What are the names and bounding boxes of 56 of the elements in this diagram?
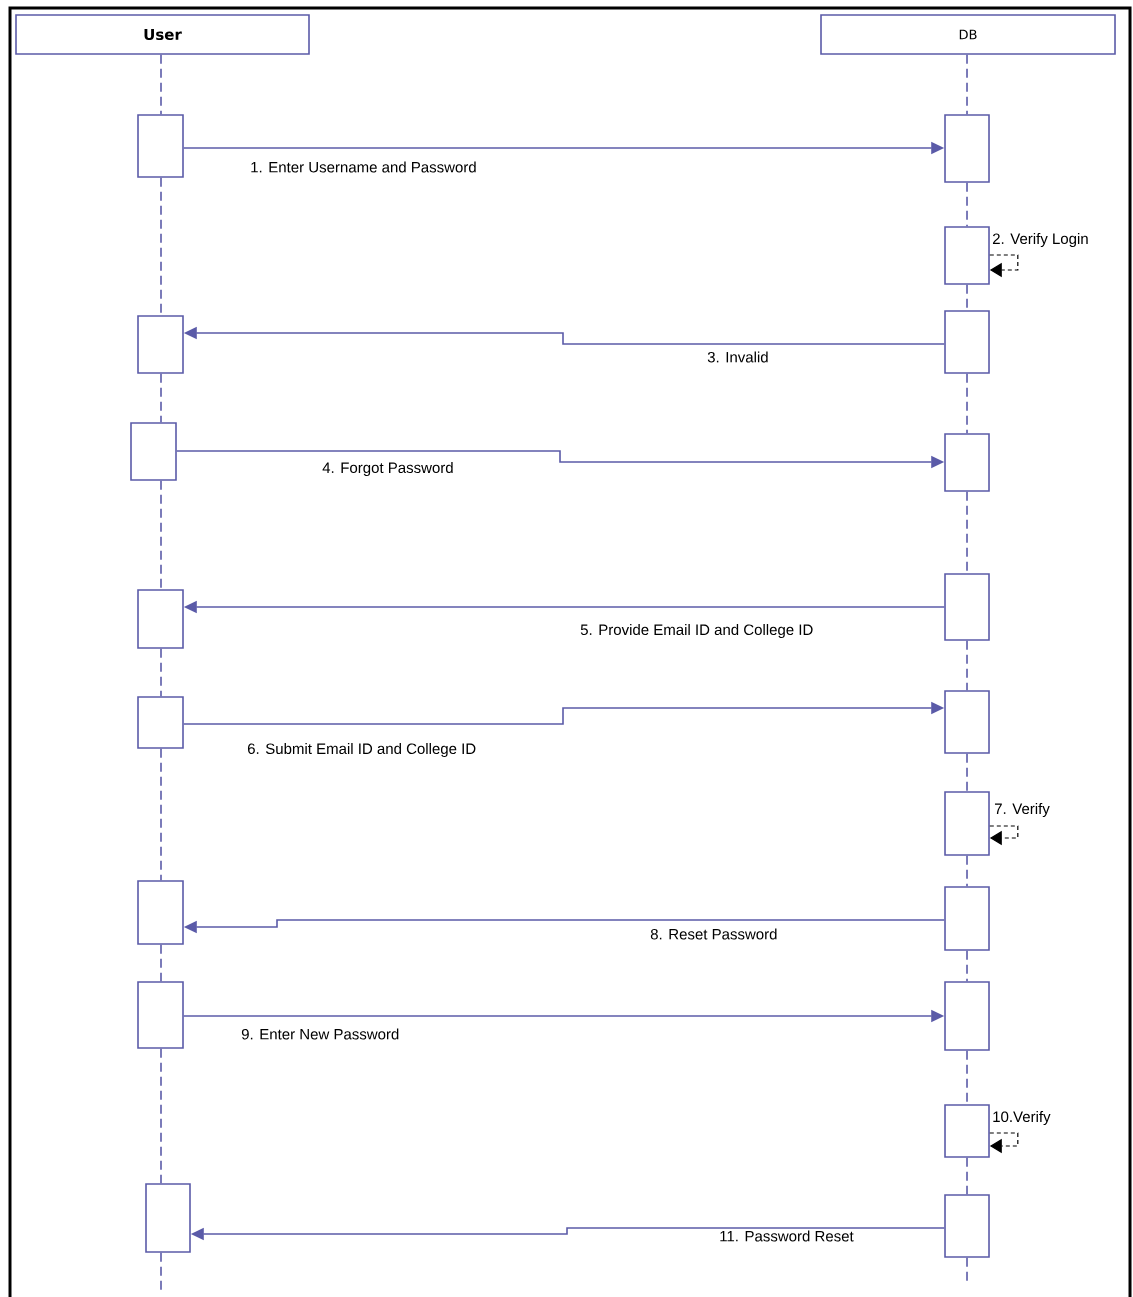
activation-box	[944, 433, 990, 492]
lifeline	[966, 1157, 968, 1195]
activation-box	[944, 310, 990, 374]
activation-box	[137, 880, 184, 945]
lifeline	[160, 1252, 162, 1291]
activation-box	[145, 1183, 191, 1253]
activation-box	[130, 422, 177, 481]
lifeline	[966, 640, 968, 691]
lifeline	[966, 491, 968, 574]
self-message-arrow	[989, 254, 1019, 278]
message-label: 11. Password Reset	[718, 1229, 855, 1243]
message-label: 2. Verify Login	[991, 232, 1090, 248]
activation-box	[137, 981, 184, 1049]
lifeline	[160, 54, 162, 115]
message-label: 10.Verify	[991, 1110, 1052, 1126]
activation-box	[944, 226, 990, 285]
lifeline-header: User	[15, 14, 310, 55]
lifeline	[966, 855, 968, 887]
lifeline	[160, 944, 162, 982]
lifeline	[160, 480, 162, 590]
message-label: 9. Enter New Password	[240, 1027, 401, 1041]
activation-box	[137, 315, 184, 374]
lifeline	[966, 373, 968, 434]
activation-box	[944, 1104, 990, 1158]
message-label: 8. Reset Password	[649, 927, 779, 941]
activation-box	[944, 690, 990, 754]
lifeline	[160, 373, 162, 423]
activation-box	[944, 573, 990, 641]
self-message-arrow	[989, 825, 1019, 846]
activation-box	[137, 589, 184, 649]
activation-box	[137, 696, 184, 749]
lifeline	[966, 284, 968, 311]
lifeline	[966, 182, 968, 227]
message-label: 6. Submit Email ID and College ID	[246, 742, 478, 758]
self-message-arrow	[989, 1132, 1019, 1154]
activation-box	[944, 981, 990, 1051]
lifeline	[966, 1050, 968, 1105]
lifeline	[160, 1048, 162, 1184]
lifeline	[966, 1257, 968, 1283]
activation-box	[944, 1194, 990, 1258]
message-label: 7. Verify	[993, 802, 1051, 818]
activation-box	[137, 114, 184, 178]
message-label: 1. Enter Username and Password	[249, 160, 478, 174]
lifeline	[966, 753, 968, 792]
lifeline	[160, 748, 162, 881]
lifeline	[160, 648, 162, 697]
lifeline	[966, 950, 968, 982]
lifeline-header: DB	[820, 14, 1116, 55]
activation-box	[944, 886, 990, 951]
lifeline	[966, 54, 968, 115]
activation-box	[944, 114, 990, 183]
activation-box	[944, 791, 990, 856]
message-label: 3. Invalid	[706, 350, 770, 364]
lifeline	[160, 177, 162, 316]
message-label: 5. Provide Email ID and College ID	[579, 623, 815, 639]
message-label: 4. Forgot Password	[321, 461, 455, 477]
